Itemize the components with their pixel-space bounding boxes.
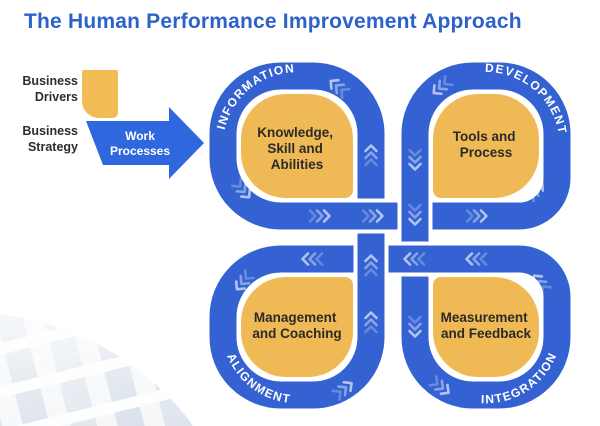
work-processes-label-line2: Processes <box>110 144 170 158</box>
information-center-text: Knowledge, Skill and Abilities <box>257 125 337 172</box>
alignment-center-shape <box>241 277 353 377</box>
business-drivers-label: Business Drivers <box>0 74 78 105</box>
business-strategy-label: Business Strategy <box>0 124 78 155</box>
business-strategy-line2: Strategy <box>27 139 78 154</box>
development-center-text: Tools and Process <box>453 129 520 160</box>
information-center-shape <box>241 94 353 198</box>
development-center-shape <box>433 94 539 198</box>
work-processes-label-line1: Work <box>125 129 155 143</box>
page-title: The Human Performance Improvement Approa… <box>24 10 522 33</box>
integration-center-text: Measurement and Feedback <box>441 310 532 341</box>
knot-band <box>205 58 575 413</box>
business-strategy-line1: Business <box>22 124 78 138</box>
business-drivers-line2: Drivers <box>34 89 78 104</box>
business-drivers-connector <box>82 70 118 118</box>
integration-center-shape <box>433 277 539 377</box>
business-drivers-line1: Business <box>22 74 78 88</box>
work-processes-arrow: Work Processes <box>86 107 204 179</box>
alignment-center-text: Management and Coaching <box>252 310 341 341</box>
loop-centers <box>241 94 539 377</box>
